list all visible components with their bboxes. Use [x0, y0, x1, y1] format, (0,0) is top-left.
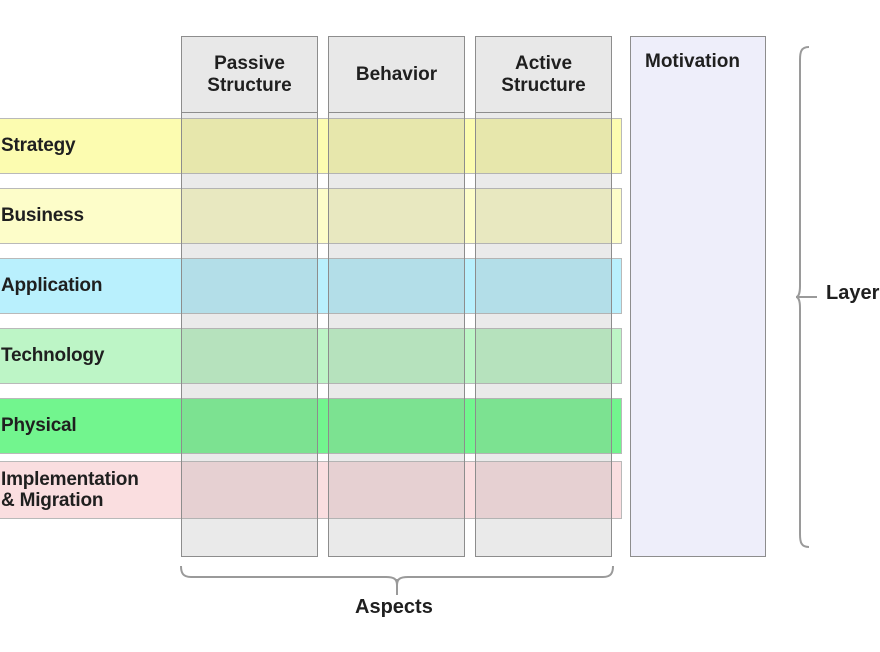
aspect-column-passive-structure[interactable] [181, 36, 318, 557]
layer-label: Physical [1, 415, 77, 437]
layer-row-application[interactable]: Application [0, 258, 622, 314]
aspect-header-passive-structure[interactable]: Passive Structure [181, 36, 318, 113]
aspect-column-active-structure[interactable] [475, 36, 612, 557]
layer-row-implementation-migration[interactable]: Implementation & Migration [0, 461, 622, 519]
layer-row-business[interactable]: Business [0, 188, 622, 244]
layers-brace [795, 46, 831, 548]
layers-brace-label: Layers [826, 282, 880, 304]
aspect-column-behavior[interactable] [328, 36, 465, 557]
motivation-column[interactable]: Motivation [630, 36, 766, 557]
layer-label: Business [1, 205, 84, 227]
aspect-header-active-structure[interactable]: Active Structure [475, 36, 612, 113]
layer-label: Application [1, 275, 103, 297]
layer-label: Strategy [1, 135, 76, 157]
layer-row-strategy[interactable]: Strategy [0, 118, 622, 174]
aspect-header-behavior[interactable]: Behavior [328, 36, 465, 113]
layer-row-physical[interactable]: Physical [0, 398, 622, 454]
layer-label: Implementation & Migration [1, 468, 139, 511]
aspects-brace [180, 565, 614, 599]
layer-label: Technology [1, 345, 105, 367]
aspects-brace-label: Aspects [355, 596, 433, 618]
motivation-column-label: Motivation [645, 51, 740, 72]
layer-row-technology[interactable]: Technology [0, 328, 622, 384]
